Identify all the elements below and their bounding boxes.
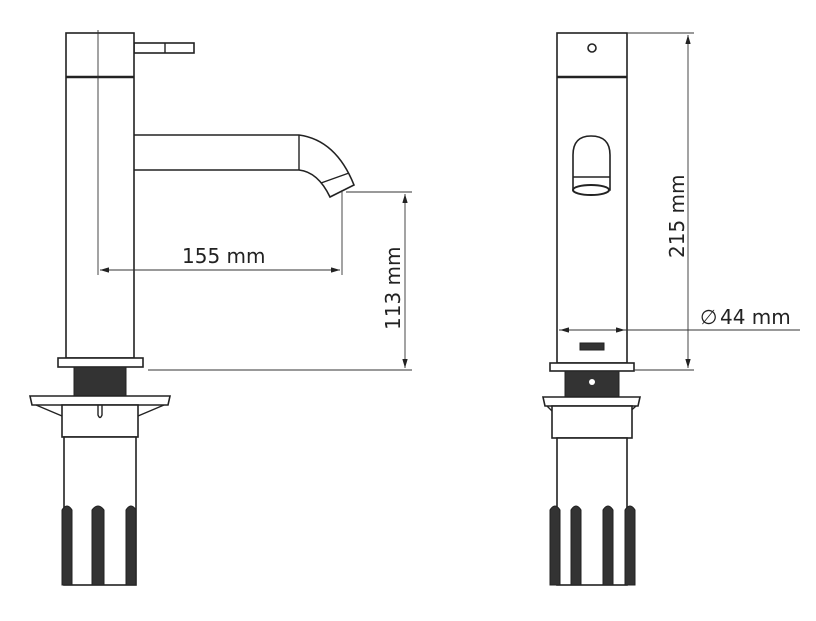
reach-label: 155 mm <box>182 244 266 268</box>
height-label: 215 mm <box>665 175 689 259</box>
faucet-body-front <box>556 32 628 364</box>
threaded-nut <box>73 366 127 397</box>
lever-handle <box>133 42 195 54</box>
handle-hole <box>587 43 597 53</box>
side-view: 155 mm 113 mm <box>29 30 412 586</box>
diameter-label: 44 mm <box>720 305 791 329</box>
spout-height-label: 113 mm <box>381 247 405 331</box>
front-view: 215 mm ∅ 44 mm <box>542 32 800 586</box>
faucet-body <box>65 32 135 359</box>
spout <box>129 134 356 199</box>
diameter-symbol: ∅ <box>700 305 717 329</box>
base-plate <box>57 357 144 368</box>
flange <box>29 395 171 406</box>
spout-outlet <box>572 135 611 191</box>
